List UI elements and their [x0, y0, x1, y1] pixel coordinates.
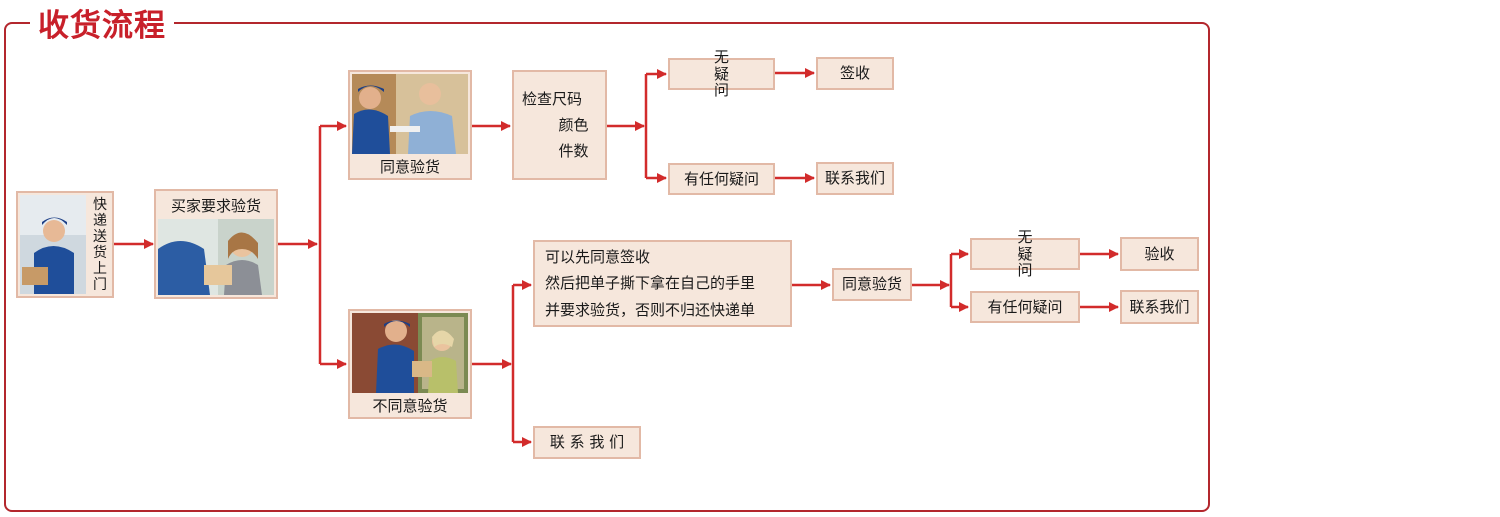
sign-first-line: 可以先同意签收	[545, 248, 651, 267]
node-agree-inspect-2: 同意验货	[832, 268, 912, 301]
node-any-doubt-2: 有任何疑问	[970, 291, 1080, 323]
sign-label: 签收	[839, 64, 870, 83]
courier-caption: 快 递 送 货 上 门	[88, 193, 112, 296]
node-accept: 验收	[1120, 237, 1199, 271]
sign-first-line: 并要求验货，否则不归还快递单	[545, 300, 756, 319]
node-courier-delivery: 快 递 送 货 上 门	[16, 191, 114, 298]
check-line: 件数	[558, 142, 589, 161]
courier-caption-char: 送	[93, 228, 107, 245]
buyer-request-caption: 买家要求验货	[170, 196, 261, 215]
node-contact-top: 联系我们	[816, 162, 894, 195]
node-sign-first: 可以先同意签收 然后把单子撕下拿在自己的手里 并要求验货，否则不归还快递单	[533, 240, 792, 327]
courier-caption-char: 门	[93, 276, 107, 293]
any-doubt-2-label: 有任何疑问	[987, 297, 1063, 316]
no-doubt-label: 无 疑 问	[713, 48, 747, 100]
accept-label: 验收	[1144, 244, 1175, 263]
contact-bottom-label: 联 系 我 们	[549, 433, 625, 452]
title-container: 收货流程	[30, 0, 174, 44]
disagree-inspect-photo	[352, 313, 468, 393]
contact-right-label: 联系我们	[1129, 297, 1190, 316]
courier-photo	[20, 195, 86, 294]
node-sign: 签收	[816, 57, 894, 90]
courier-caption-char: 货	[93, 244, 107, 261]
agree-inspect-2-label: 同意验货	[841, 275, 902, 294]
check-line: 检查尺码	[522, 89, 583, 108]
node-disagree-inspect: 不同意验货	[348, 309, 472, 419]
buyer-photo	[158, 219, 274, 295]
node-any-doubt: 有任何疑问	[668, 163, 775, 195]
flow-frame	[4, 22, 1210, 512]
agree-inspect-photo	[352, 74, 468, 154]
node-contact-bottom: 联 系 我 们	[533, 426, 641, 459]
page-title: 收货流程	[38, 7, 166, 44]
node-no-doubt-2: 无 疑 问	[970, 229, 1080, 278]
node-contact-right: 联系我们	[1120, 290, 1199, 324]
node-buyer-request: 买家要求验货	[154, 189, 278, 299]
disagree-inspect-caption: 不同意验货	[372, 396, 448, 415]
courier-caption-char: 上	[93, 260, 107, 277]
node-no-doubt: 无 疑 问	[668, 49, 775, 98]
sign-first-line: 然后把单子撕下拿在自己的手里	[545, 274, 756, 293]
courier-caption-char: 递	[93, 212, 107, 229]
contact-top-label: 联系我们	[824, 169, 885, 188]
agree-inspect-caption: 同意验货	[379, 157, 440, 176]
courier-caption-char: 快	[93, 196, 107, 213]
check-line: 颜色	[558, 115, 589, 134]
node-check-items: 检查尺码 颜色 件数	[512, 70, 607, 180]
node-agree-inspect: 同意验货	[348, 70, 472, 180]
any-doubt-label: 有任何疑问	[683, 169, 759, 188]
no-doubt-2-label: 无 疑 问	[1017, 228, 1051, 280]
